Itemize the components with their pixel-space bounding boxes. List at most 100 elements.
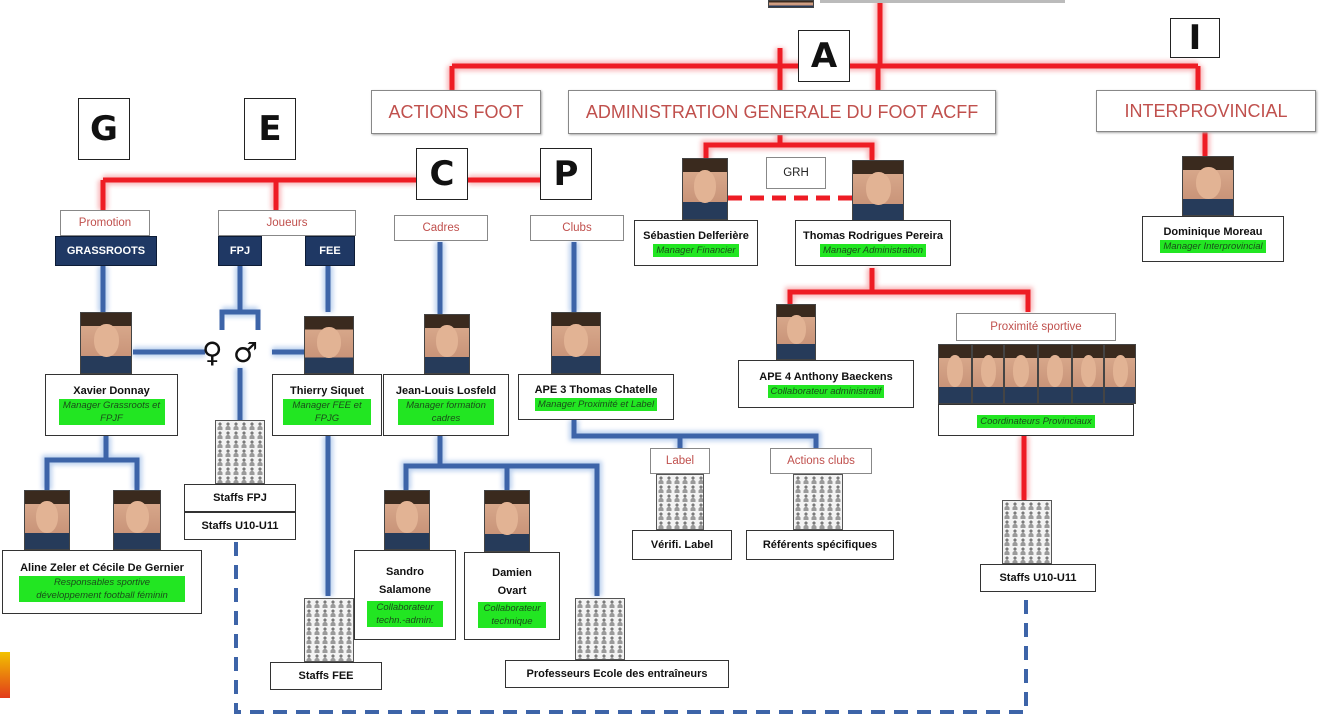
card-chatelle: APE 3 Thomas Chatelle Manager Proximité … (518, 374, 674, 420)
role: Manager Financier (653, 243, 739, 257)
role: Manager Proximité et Label (534, 397, 658, 411)
staffs-fpj-box: Staffs FPJ (184, 484, 296, 512)
crowd-icon-fee (304, 598, 354, 662)
card-delferiere: Sébastien Delferière Manager Financier (634, 220, 758, 266)
photo-chatelle (551, 312, 601, 374)
proximite-label: Proximité sportive (956, 313, 1116, 341)
crowd-icon-label (656, 474, 704, 530)
grassroots-box: GRASSROOTS (55, 236, 157, 266)
photo-coordinateur-5 (1072, 344, 1104, 404)
photo-coordinateur-1 (938, 344, 972, 404)
name: Xavier Donnay (73, 385, 150, 397)
name: Damien Ovart (492, 567, 532, 597)
name: Thomas Rodrigues Pereira (803, 229, 943, 242)
name: Dominique Moreau (1163, 225, 1263, 238)
blue-line-donnay (44, 436, 140, 490)
role: Manager Administration (820, 243, 926, 257)
male-symbol: ♂ (233, 336, 259, 369)
photo-losfeld (424, 314, 470, 374)
letter-p-box: P (540, 148, 592, 200)
joueurs-label: Joueurs (218, 210, 356, 236)
role: Collaborateur techn.-admin. (367, 601, 443, 627)
card-donnay: Xavier Donnay Manager Grassroots et FPJF (45, 374, 178, 436)
profs-box: Professeurs Ecole des entraîneurs (505, 660, 729, 688)
name: Aline Zeler et Cécile De Gernier (20, 562, 184, 574)
card-losfeld: Jean-Louis Losfeld Manager formation cad… (383, 374, 509, 436)
red-line-left (100, 177, 545, 210)
photo-ovart (484, 490, 530, 552)
role: Collaborateur technique (478, 602, 546, 628)
blue-line-joueurs (219, 266, 331, 355)
photo-baeckens (776, 304, 816, 360)
card-moreau: Dominique Moreau Manager Interprovincial (1142, 216, 1284, 262)
card-zeler: Aline Zeler et Cécile De Gernier Respons… (2, 550, 202, 614)
card-coordinateurs: Coordinateurs Provinciaux (938, 404, 1134, 436)
photo-coordinateur-2 (972, 344, 1004, 404)
role: Responsables sportive développement foot… (19, 576, 185, 602)
verifi-label-box: Vérifi. Label (632, 530, 732, 560)
admin-header: ADMINISTRATION GENERALE DU FOOT ACFF (568, 90, 996, 134)
role: Manager Interprovincial (1160, 239, 1266, 253)
photo-coordinateur-6 (1104, 344, 1136, 404)
letter-e-box: E (244, 98, 296, 160)
top-photo (768, 0, 814, 8)
clubs-label: Clubs (530, 215, 624, 241)
name: Jean-Louis Losfeld (395, 385, 497, 397)
actions-foot-header: ACTIONS FOOT (371, 90, 541, 134)
blue-dashed-loop (234, 542, 1028, 714)
photo-delferiere (682, 158, 728, 220)
female-symbol: ♀ (202, 336, 223, 369)
name: APE 3 Thomas Chatelle (534, 383, 658, 396)
photo-de-gernier (113, 490, 161, 550)
photo-salamone (384, 490, 430, 550)
grh-label: GRH (766, 157, 826, 189)
role: Manager Grassroots et FPJF (58, 399, 165, 425)
role: Manager FEE et FPJG (283, 399, 371, 425)
staffs-fee-box: Staffs FEE (270, 662, 382, 690)
referents-box: Référents spécifiques (746, 530, 894, 560)
card-siquet: Thierry Siquet Manager FEE et FPJG (272, 374, 382, 436)
role: Collaborateur administratif (767, 384, 885, 398)
fee-box: FEE (305, 236, 355, 266)
crowd-icon-fpj (215, 420, 265, 484)
photo-siquet (304, 316, 354, 374)
role: Coordinateurs Provinciaux (977, 414, 1095, 428)
crowd-icon-referents (793, 474, 843, 530)
name: Sandro Salamone (379, 566, 431, 596)
blue-line-grassroots (100, 266, 205, 355)
label-label: Label (650, 448, 710, 474)
photo-coordinateur-4 (1038, 344, 1072, 404)
card-ovart: Damien Ovart Collaborateur technique (464, 552, 560, 640)
edge-image-fragment (0, 652, 10, 698)
photo-donnay (80, 312, 132, 374)
photo-pereira (852, 160, 904, 222)
top-bar (820, 0, 1065, 3)
staffs-u10-left-box: Staffs U10-U11 (184, 512, 296, 540)
card-pereira: Thomas Rodrigues Pereira Manager Adminis… (795, 220, 951, 266)
letter-c-box: C (416, 148, 468, 200)
fpj-box: FPJ (218, 236, 262, 266)
actions-clubs-label: Actions clubs (770, 448, 872, 474)
role: Manager formation cadres (398, 399, 494, 425)
card-salamone: Sandro Salamone Collaborateur techn.-adm… (354, 550, 456, 640)
photo-moreau (1182, 156, 1234, 216)
letter-g-box: G (78, 98, 130, 160)
letter-i-box: I (1170, 18, 1220, 58)
card-baeckens: APE 4 Anthony Baeckens Collaborateur adm… (738, 360, 914, 408)
blue-line-cadres (403, 242, 600, 596)
staffs-u10-right-box: Staffs U10-U11 (980, 564, 1096, 592)
red-line-right (1021, 130, 1208, 500)
name: Sébastien Delferière (643, 229, 749, 242)
red-line-grh (703, 135, 875, 160)
promotion-label: Promotion (60, 210, 150, 236)
cadres-label: Cadres (394, 215, 488, 241)
photo-coordinateur-3 (1004, 344, 1038, 404)
crowd-icon-profs (575, 598, 625, 660)
interprovincial-header: INTERPROVINCIAL (1096, 90, 1316, 132)
letter-a-box: A (798, 30, 850, 82)
name: Thierry Siquet (290, 385, 364, 397)
red-line-admin (787, 268, 1031, 312)
photo-zeler (24, 490, 70, 550)
crowd-icon-u10-right (1002, 500, 1052, 564)
blue-line-clubs (571, 242, 819, 450)
